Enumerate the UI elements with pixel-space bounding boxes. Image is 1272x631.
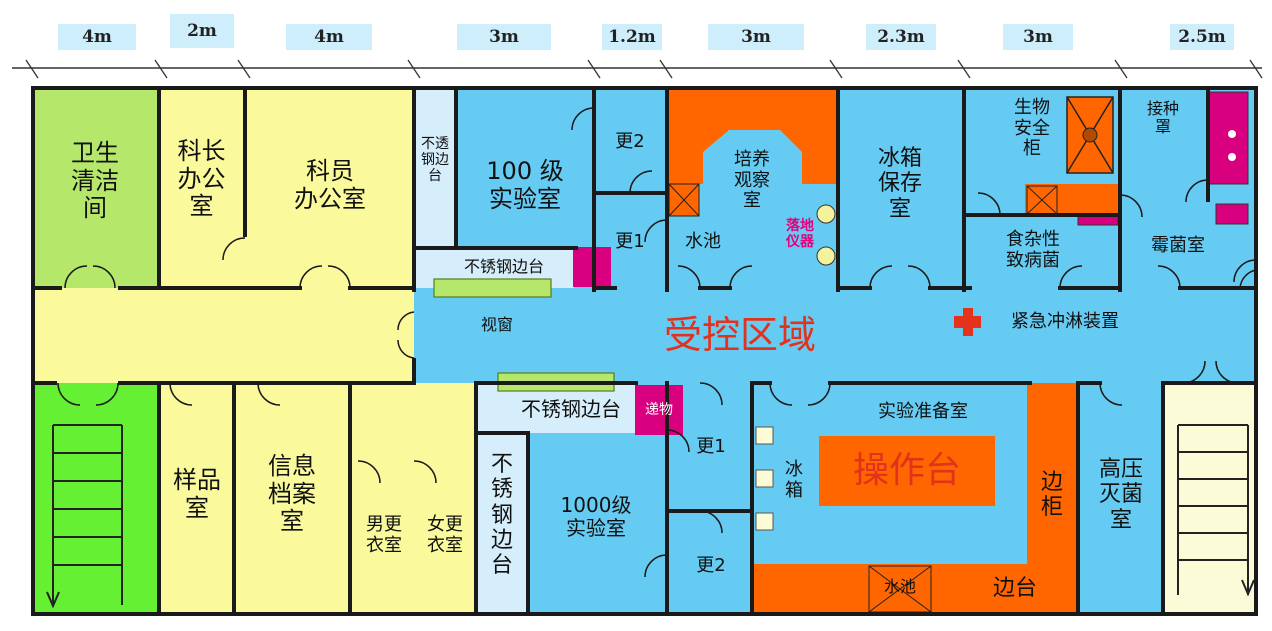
dimension-label: 4m [286,24,372,50]
label-sink-bottom: 水池 [883,577,916,596]
label-biosafety-cabinet: 生物 安全 柜 [1014,97,1050,160]
room-lab-1000: 1000级 实验室 [560,493,632,540]
room-culture-observation: 培养 观察 室 [734,149,770,212]
room-change-2-bottom: 更2 [696,555,726,576]
label-steel-bench-vertical: 不 锈 钢 边 台 [490,452,513,579]
label-inoculation-hood: 接种 罩 [1146,99,1179,137]
label-steel-bench-mid: 不锈钢边台 [521,397,621,421]
room-food-pathogen: 食杂性 致病菌 [1006,229,1060,271]
dimension-label: 4m [58,24,136,50]
room-info-archive: 信息 档案 室 [268,452,316,536]
label-steel-bench-top: 不锈钢边台 [463,257,544,276]
room-male-changing: 男更 衣室 [366,514,402,556]
room-sanitation: 卫生 清洁 间 [71,139,119,223]
dimension-label: 1.2m [602,24,662,50]
room-change-2-top: 更2 [615,131,645,152]
label-controlled-area: 受控区域 [663,313,816,357]
label-side-bench: 边台 [992,576,1037,601]
dimension-label: 3m [1003,24,1073,50]
room-change-1-bottom: 更1 [696,436,726,457]
dimension-label: 3m [708,24,804,50]
dimension-label: 2.5m [1170,24,1234,50]
label-pass-box: 递物 [645,402,673,418]
label-fridge: 冰 箱 [785,459,803,501]
room-fridge-storage: 冰箱 保存 室 [877,146,922,222]
label-sink-top: 水池 [685,231,721,252]
dimension-label: 3m [457,24,551,50]
room-mold: 霉菌室 [1151,235,1205,256]
label-floor-instrument: 落地 仪器 [786,218,814,251]
room-lab-prep: 实验准备室 [878,401,968,422]
label-steel-bench-narrow: 不透 钢边 台 [421,136,449,185]
dimension-label: 2.3m [866,24,936,50]
room-sample: 样品 室 [173,466,221,522]
label-viewing-window: 视窗 [480,315,513,334]
room-female-changing: 女更 衣室 [427,514,463,556]
room-lab-100: 100 级 实验室 [486,157,564,213]
label-emergency-shower: 紧急冲淋装置 [1011,311,1119,332]
dimension-label: 2m [170,14,234,48]
label-operating-table: 操作台 [852,450,961,491]
label-side-cabinet: 边 柜 [1040,470,1063,521]
room-autoclave: 高压 灭菌 室 [1098,457,1143,533]
room-change-1-top: 更1 [615,231,645,252]
room-staff-office: 科员 办公室 [294,157,366,213]
room-section-chief: 科长 办公 室 [177,137,226,221]
